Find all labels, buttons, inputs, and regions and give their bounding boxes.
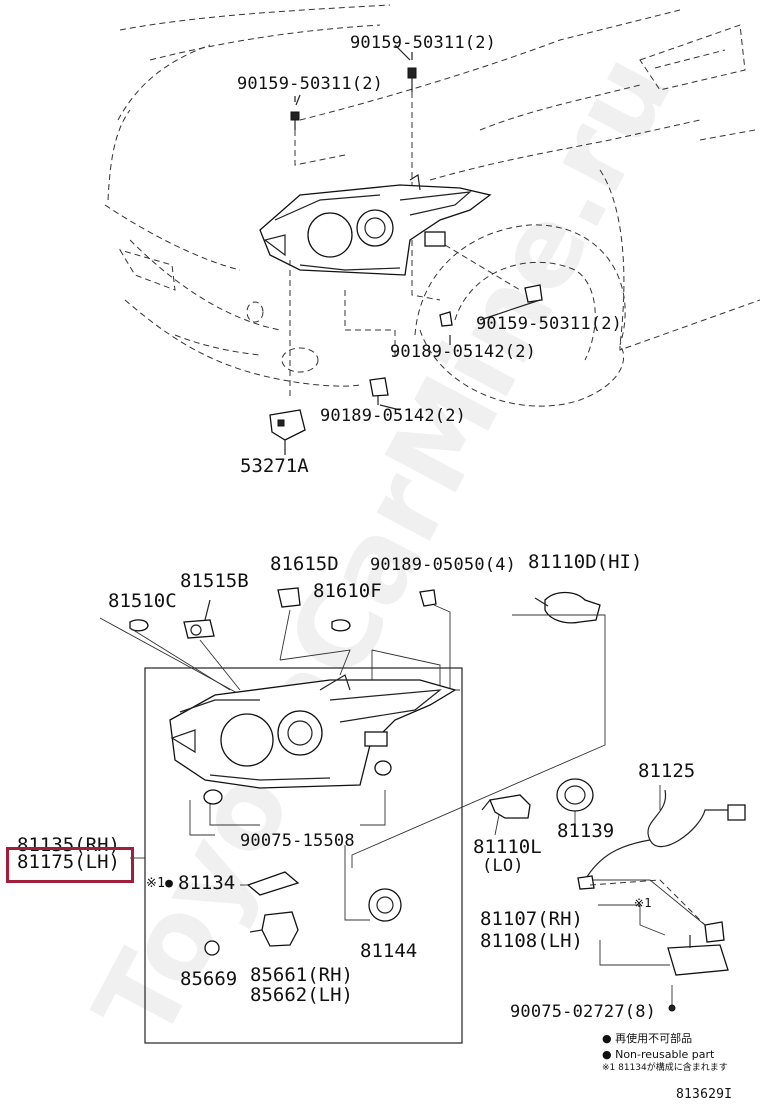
label-85669: 85669 — [180, 968, 238, 990]
label-81175-lh[interactable]: 81175(LH) — [17, 851, 120, 873]
frame-small-parts — [203, 760, 402, 956]
label-81510c: 81510C — [108, 590, 177, 612]
legend-japanese: ● 再使用不可部品 — [602, 1032, 693, 1045]
label-81110l: 81110L — [473, 836, 542, 858]
right-side-parts — [481, 778, 746, 1012]
label-81134: 81134 — [178, 872, 236, 894]
label-90159-50311-left: 90159-50311(2) — [237, 74, 384, 94]
label-90075-15508: 90075-15508 — [240, 831, 355, 851]
label-90189-05142-b: 90189-05142(2) — [320, 406, 467, 426]
label-81107-rh: 81107(RH) — [480, 908, 583, 930]
label-53271a: 53271A — [240, 455, 309, 477]
label-81610f: 81610F — [313, 580, 382, 602]
legend-non-reusable: ● Non-reusable part — [602, 1048, 715, 1061]
vehicle-body-outline — [104, 4, 760, 407]
figure-id: 813629I — [676, 1087, 733, 1102]
label-90189-05050: 90189-05050(4) — [370, 555, 517, 575]
label-81107-mark: ※1 — [634, 896, 652, 910]
label-81144: 81144 — [360, 940, 418, 962]
label-81139: 81139 — [557, 820, 615, 842]
upper-fasteners — [289, 44, 543, 411]
label-81110d-hi: 81110D(HI) — [528, 551, 643, 573]
headlamp-assembly-frame — [144, 667, 463, 1044]
label-81125: 81125 — [638, 760, 696, 782]
label-85662-lh: 85662(LH) — [250, 984, 353, 1006]
legend-note: ※1 81134が構成に含まれます — [602, 1063, 728, 1073]
label-81515b: 81515B — [180, 570, 249, 592]
label-81110l-lo: (LO) — [482, 856, 524, 876]
label-81108-lh: 81108(LH) — [480, 930, 583, 952]
bracket-53271a — [269, 409, 306, 455]
label-81134-mark: ※1● — [146, 876, 174, 891]
label-81615d: 81615D — [270, 553, 339, 575]
headlamp-upper-illustration — [259, 173, 492, 276]
label-85661-rh: 85661(RH) — [250, 964, 353, 986]
highlight-box — [6, 847, 134, 883]
label-90189-05142-a: 90189-05142(2) — [390, 342, 537, 362]
label-90159-50311-right: 90159-50311(2) — [476, 314, 623, 334]
headlamp-lower-illustration — [169, 674, 457, 789]
label-90075-02727: 90075-02727(8) — [510, 1002, 657, 1022]
label-90159-50311-top: 90159-50311(2) — [350, 33, 497, 53]
